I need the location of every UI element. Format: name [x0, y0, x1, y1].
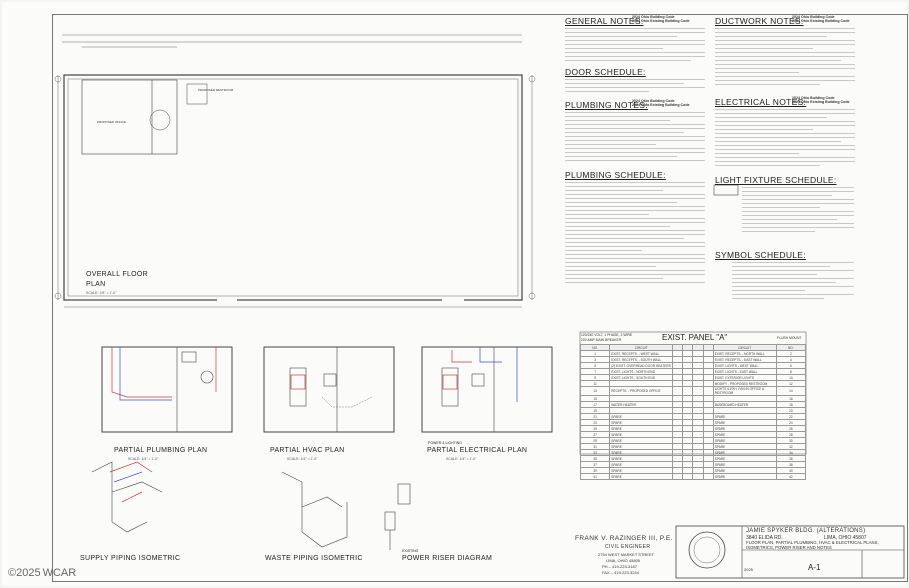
panel-amps — [692, 473, 704, 480]
plumbing-notes-code: 2024 Ohio Building Code 2024 Ohio Existi… — [632, 99, 690, 108]
partial-electrical-title: PARTIAL ELECTRICAL PLAN — [427, 447, 528, 454]
symbol-schedule-title: SYMBOL SCHEDULE: — [715, 250, 806, 260]
ductwork-notes-code: 2024 Ohio Building Code 2024 Ohio Existi… — [792, 15, 850, 24]
door-schedule-title: DOOR SCHEDULE: — [565, 67, 646, 77]
electrical-notes-body — [715, 109, 855, 169]
project-name: JAMIE SPYKER BLDG. (ALTERATIONS) — [746, 528, 866, 534]
sheet-number: A-1 — [808, 563, 821, 572]
panel-title: EXIST. PANEL "A" — [662, 333, 728, 342]
ductwork-notes-body — [715, 28, 855, 88]
project-address: 3840 ELIDA RD. — [746, 535, 783, 541]
riser-pre: EXISTING — [402, 549, 419, 553]
partial-plumbing-title: PARTIAL PLUMBING PLAN — [114, 447, 208, 454]
panel-amps — [682, 473, 694, 480]
general-notes-title: GENERAL NOTES: — [565, 16, 644, 26]
title-block-frame — [675, 525, 905, 579]
electrical-notes-code: 2024 Ohio Building Code 2024 Ohio Existi… — [792, 96, 850, 105]
panel-circuit-number: 13 — [579, 386, 611, 396]
panel-main-breaker: 200 AMP MAIN BREAKER — [581, 338, 622, 342]
panel-amps — [702, 473, 714, 480]
supply-isometric-title: SUPPLY PIPING ISOMETRIC — [80, 555, 181, 562]
engineer-address: 2754 WEST MARKET STREET — [598, 552, 655, 557]
sheet-year: 2025 — [744, 567, 753, 572]
plumbing-schedule-body — [565, 182, 705, 286]
general-notes-code: 2024 Ohio Building Code 2024 Ohio Existi… — [632, 15, 690, 24]
panel-amps — [702, 386, 714, 396]
panel-amps — [672, 473, 684, 480]
engineer-phone: PH – 419-223-3187 — [602, 564, 637, 569]
panel-circuit-number: 42 — [775, 473, 807, 480]
room-label-restroom: PROPOSED RESTROOM — [198, 88, 234, 92]
project-city: LIMA, OHIO 45807 — [824, 535, 867, 541]
red-hot-water-line — [111, 347, 172, 398]
panel-circuit-number: 14 — [775, 386, 807, 396]
panel-amps — [692, 386, 704, 396]
panel-circuit-number: 41 — [579, 473, 611, 480]
partial-electrical-scale: SCALE: 1/4" = 1'-0" — [446, 457, 477, 461]
plumbing-schedule-title: PLUMBING SCHEDULE: — [565, 170, 666, 180]
light-fixture-schedule-title: LIGHT FIXTURE SCHEDULE: — [715, 175, 837, 185]
floor-plan-outline — [63, 74, 523, 301]
electrical-notes-title: ELECTRICAL NOTES: — [715, 97, 807, 107]
partial-hvac-outline — [263, 346, 395, 433]
pe-seal — [688, 531, 726, 569]
panel-circuit-left: SPARE — [609, 473, 674, 480]
partial-electrical-pre: POWER & LIGHTING — [428, 441, 463, 445]
floor-plan-title: OVERALL FLOOR PLAN — [86, 271, 148, 288]
partial-hvac-title: PARTIAL HVAC PLAN — [270, 447, 345, 454]
panel-voltage: 120/240 VOLT, 1 PHASE, 3 WIRE — [581, 333, 633, 337]
watermark-year: ©2025 — [8, 567, 41, 579]
panel-circuit-right: LIGHTS & EXH. FAN IN OFFICE & RESTROOM — [712, 386, 777, 396]
partial-hvac-scale: SCALE: 1/4" = 1'-0" — [287, 457, 318, 461]
engineer-title: CIVIL ENGINEER — [605, 544, 651, 550]
sheet-description: FLOOR PLAN, PARTIAL PLUMBING, HVAC & ELE… — [746, 540, 879, 550]
engineer-city: LIMA, OHIO 45805 — [606, 558, 641, 563]
light-fixture-schedule-body — [742, 187, 854, 235]
ductwork-notes-title: DUCTWORK NOTES: — [715, 16, 804, 26]
floor-plan-scale: SCALE: 1/8" = 1'-0" — [86, 291, 117, 295]
watermark-org: WCAR — [42, 567, 77, 579]
plumbing-notes-title: PLUMBING NOTES: — [565, 100, 648, 110]
office-restroom-block — [81, 79, 178, 155]
symbol-schedule-body — [732, 262, 854, 302]
panel-amps — [672, 386, 684, 396]
general-notes-body — [565, 28, 705, 64]
sheet-border — [52, 14, 908, 582]
partial-plumbing-scale: SCALE: 1/4" = 1'-0" — [128, 457, 159, 461]
waste-iso-pipe — [281, 471, 348, 548]
partial-plumbing-outline — [101, 346, 233, 433]
panel-mount: FLUSH MOUNT — [777, 336, 802, 340]
riser-title: POWER RISER DIAGRAM — [402, 555, 493, 562]
riser-meter — [384, 511, 396, 531]
engineer-fax: FAX – 419-223-3244 — [602, 570, 639, 575]
partial-electrical-outline — [421, 346, 553, 433]
supply-iso-pipe — [91, 461, 148, 533]
panel-circuit-left: RECEPTS. - PROPOSED OFFICE — [609, 386, 674, 396]
panel-amps — [682, 386, 694, 396]
panel-circuit-right: SPARE — [712, 473, 777, 480]
engineer-name: FRANK V. RAZINGER III, P.E. — [575, 535, 673, 542]
waste-isometric-title: WASTE PIPING ISOMETRIC — [265, 555, 363, 562]
door-schedule-body — [565, 79, 705, 95]
plumbing-notes-body — [565, 112, 705, 164]
room-label-office: PROPOSED OFFICE — [97, 120, 126, 124]
blue-cold-water-line — [119, 347, 172, 401]
